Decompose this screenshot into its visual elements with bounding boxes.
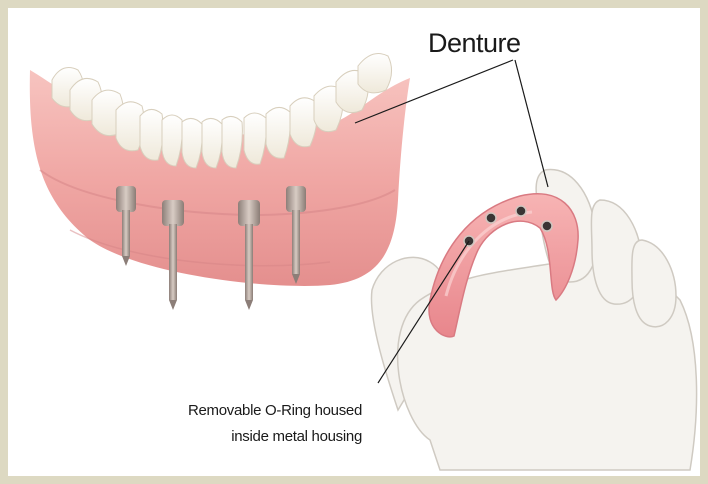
o-ring-3 [516,206,526,216]
o-ring-4 [542,221,552,231]
denture-leader-line-2 [515,60,548,187]
o-ring-label-line-1: Removable O-Ring housed [188,398,362,424]
denture-label: Denture [428,28,521,59]
o-ring-2 [486,213,496,223]
o-ring-label: Removable O-Ring housed inside metal hou… [188,398,362,450]
o-ring-label-line-2: inside metal housing [188,424,362,450]
